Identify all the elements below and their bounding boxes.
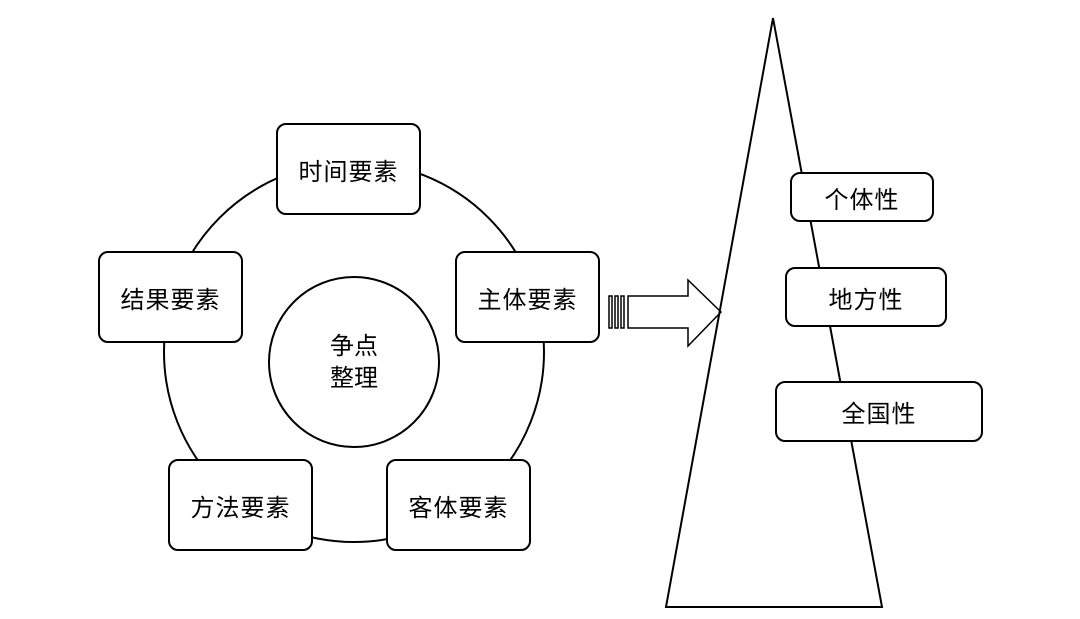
regional-level-box: 地方性 <box>785 267 947 327</box>
national-level-box: 全国性 <box>775 381 983 442</box>
time-element-label: 时间要素 <box>298 157 399 186</box>
method-element-box: 方法要素 <box>168 459 313 551</box>
individual-level-label: 个体性 <box>824 185 900 214</box>
center-label-line2: 整理 <box>330 364 378 392</box>
result-element-label: 结果要素 <box>120 285 221 314</box>
subject-element-label: 主体要素 <box>477 285 578 314</box>
result-element-box: 结果要素 <box>98 251 243 343</box>
regional-level-label: 地方性 <box>828 285 904 314</box>
center-label: 争点 整理 <box>270 286 438 438</box>
center-label-line1: 争点 <box>330 332 378 360</box>
center-circle <box>268 276 440 448</box>
object-element-box: 客体要素 <box>386 459 531 551</box>
national-level-label: 全国性 <box>841 400 917 428</box>
method-element-label: 方法要素 <box>190 493 291 522</box>
object-element-label: 客体要素 <box>408 493 509 522</box>
subject-element-box: 主体要素 <box>455 251 600 343</box>
individual-level-box: 个体性 <box>790 172 934 222</box>
time-element-box: 时间要素 <box>276 123 421 215</box>
arrow-icon <box>608 278 723 348</box>
